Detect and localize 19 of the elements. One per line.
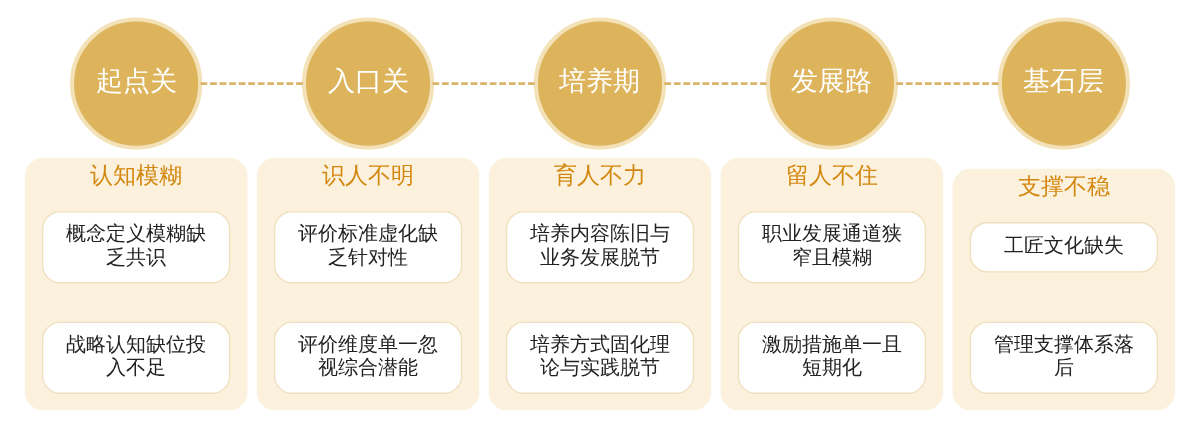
connector <box>896 81 1000 85</box>
node-box: 概念定义模糊缺乏共识 <box>42 210 231 283</box>
node-box: 评价维度单一忽视综合潜能 <box>273 321 463 394</box>
node-circle: 发展路 <box>765 16 899 150</box>
node-circle: 起点关 <box>70 16 203 150</box>
node-box: 培养方式固化理论与实践脱节 <box>505 321 695 394</box>
node-box: 职业发展通道狭窄且模糊 <box>737 210 927 283</box>
node-box: 管理支撑体系落后 <box>969 321 1158 394</box>
node-box: 工匠文化缺失 <box>969 221 1158 272</box>
connector <box>200 81 304 85</box>
node-box: 激励措施单一且短期化 <box>737 321 927 394</box>
node-box: 评价标准虚化缺乏针对性 <box>273 210 463 283</box>
connector <box>432 81 536 85</box>
connector <box>664 81 768 85</box>
node-circle: 基石层 <box>997 16 1130 150</box>
node-circle: 培养期 <box>533 16 667 150</box>
node-box: 战略认知缺位投入不足 <box>42 321 231 394</box>
node-circle: 入口关 <box>301 16 435 150</box>
node-box: 培养内容陈旧与业务发展脱节 <box>505 210 695 283</box>
